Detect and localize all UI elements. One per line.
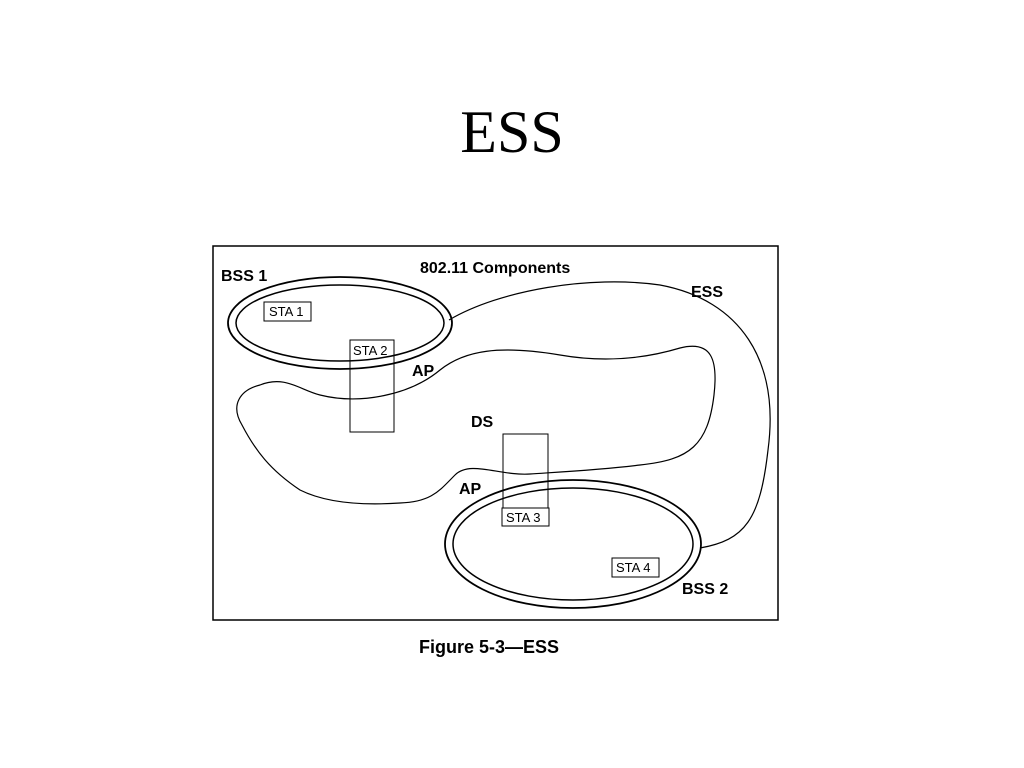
- figure-caption: Figure 5-3—ESS: [418, 637, 560, 657]
- sta2-label: STA 2: [353, 343, 387, 358]
- ds-label: DS: [471, 414, 494, 431]
- slide-title: ESS: [460, 99, 564, 165]
- sta4-box: [611, 557, 660, 578]
- sta1-box: [263, 301, 312, 322]
- diagram-heading: 802.11 Components: [420, 260, 570, 277]
- bss2-ellipse-inner: [452, 487, 694, 601]
- ess-boundary-curve: [448, 281, 771, 549]
- ds-region: [236, 345, 716, 505]
- bss2-ellipse-outer: [444, 479, 702, 609]
- sta4-label: STA 4: [616, 560, 650, 575]
- sta1-label: STA 1: [269, 304, 303, 319]
- sta3-label: STA 3: [506, 510, 540, 525]
- bss1-ellipse-inner: [235, 284, 445, 362]
- figure-frame: [212, 245, 779, 621]
- ap-label-lower: AP: [459, 481, 482, 498]
- ap-label-upper: AP: [412, 363, 435, 380]
- bss1-ellipse-outer: [227, 276, 453, 370]
- ap-box-upper: [349, 339, 395, 433]
- bss1-label: BSS 1: [221, 268, 267, 285]
- bss2-label: BSS 2: [682, 581, 728, 598]
- ess-label: ESS: [691, 284, 723, 301]
- sta3-box: [501, 507, 550, 527]
